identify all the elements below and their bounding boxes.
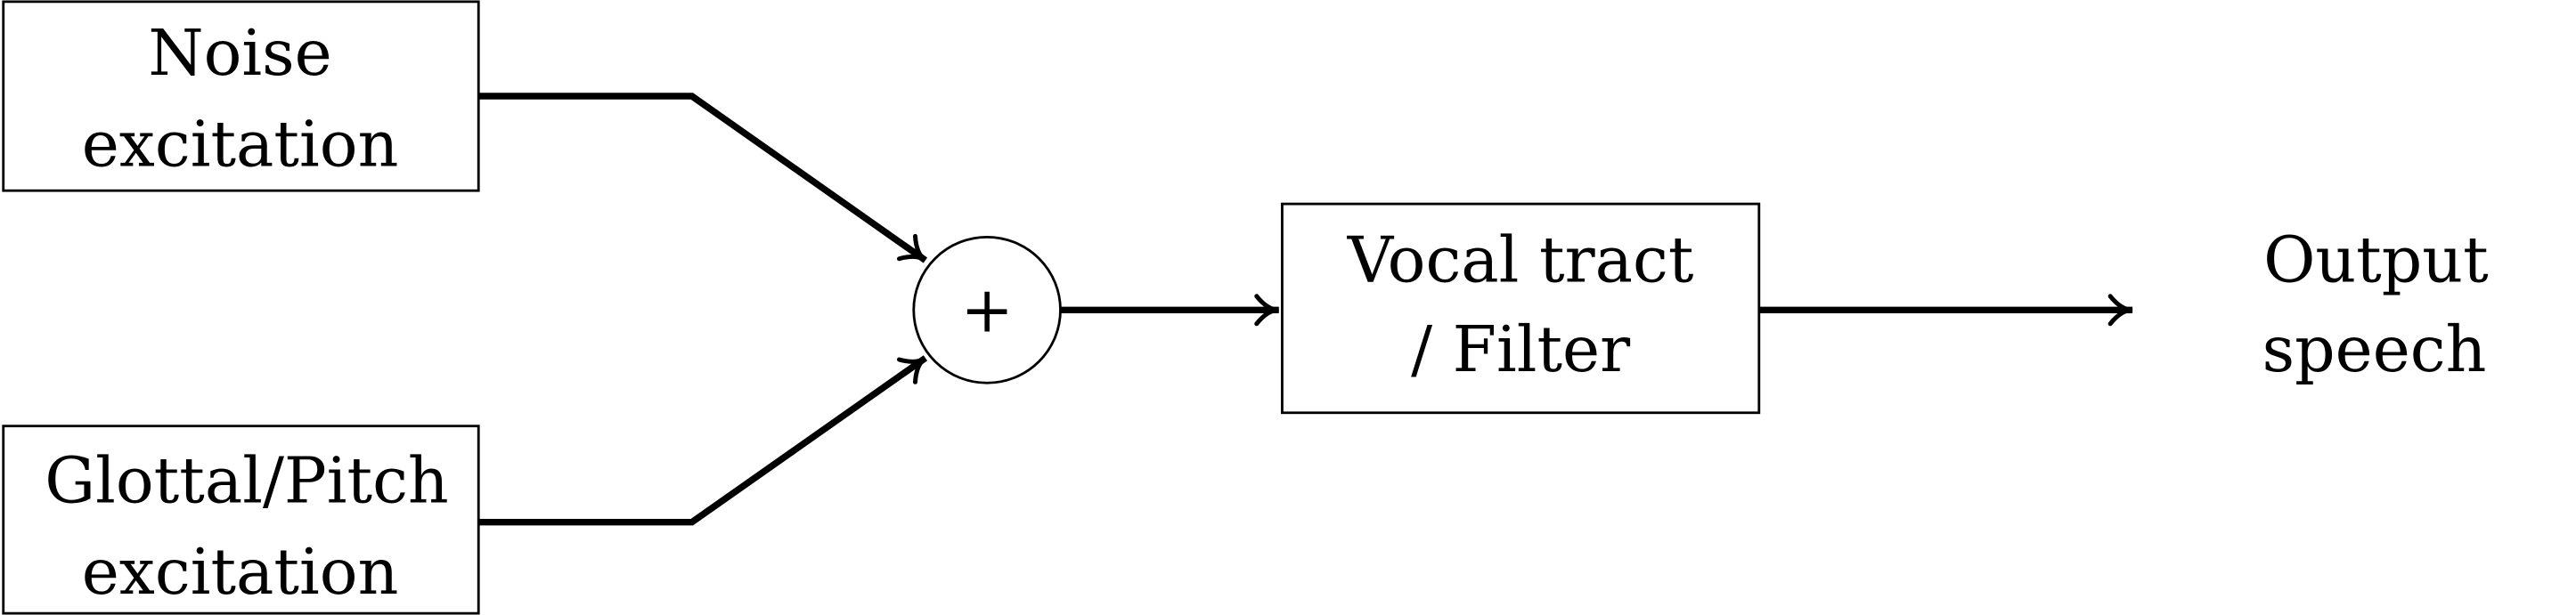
output-label-line2: speech	[2262, 312, 2487, 386]
glottal-excitation-box: Glottal/Pitch excitation	[2, 425, 480, 615]
glottal-label-line1: Glottal/Pitch	[45, 444, 448, 518]
glottal-to-sum-arrow	[478, 355, 928, 526]
filter-label-line2: / Filter	[1411, 312, 1630, 386]
noise-label-line2: excitation	[82, 107, 399, 181]
noise-label-line1: Noise	[148, 16, 331, 90]
summing-junction: +	[912, 235, 1062, 384]
vocal-tract-filter-box: Vocal tract / Filter	[1281, 202, 1761, 415]
noise-excitation-box: Noise excitation	[2, 0, 480, 192]
plus-symbol: +	[960, 273, 1014, 347]
filter-label-line1: Vocal tract	[1347, 223, 1694, 297]
glottal-label-line2: excitation	[82, 535, 399, 609]
noise-to-sum-arrow	[478, 93, 928, 263]
output-label-line1: Output	[2263, 223, 2489, 297]
output-speech-label: Output speech	[2262, 223, 2489, 386]
